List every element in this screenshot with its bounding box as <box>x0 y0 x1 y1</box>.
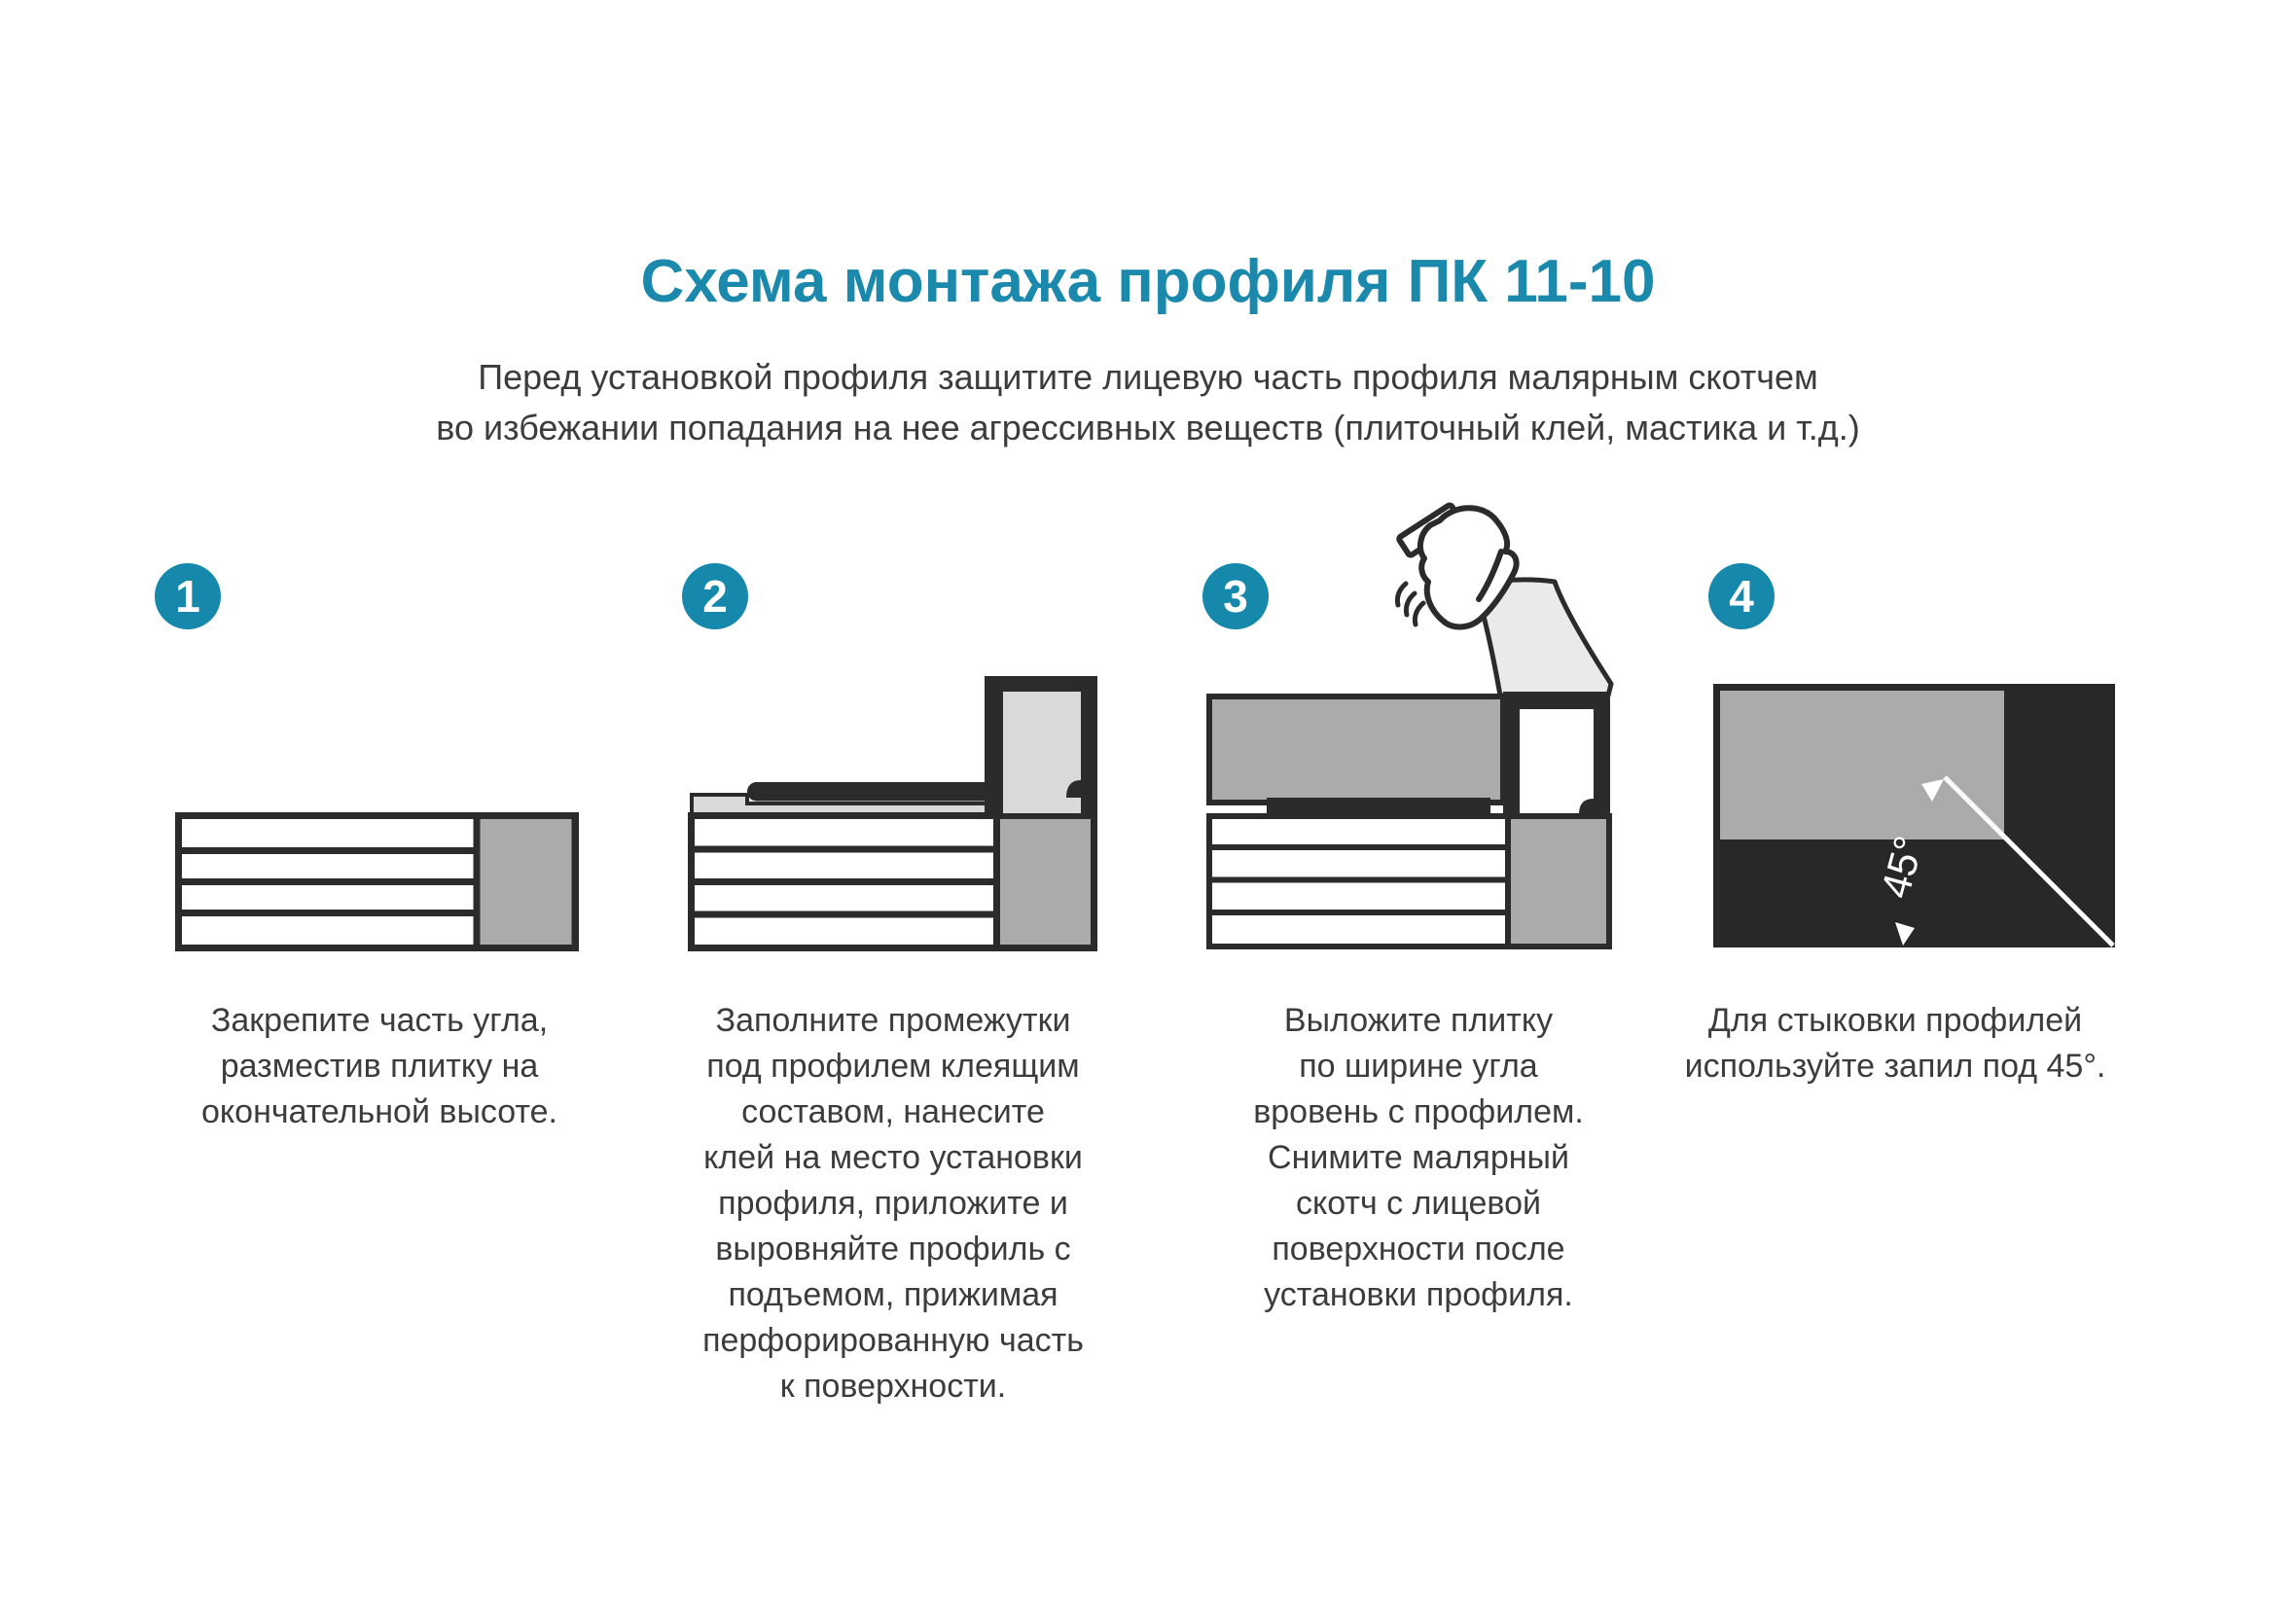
hand-peeling-tape-icon <box>1394 502 1520 630</box>
step-2-badge: 2 <box>682 563 748 629</box>
corner-tile-block <box>1505 813 1612 949</box>
profile-face <box>1720 691 2004 839</box>
step-1-badge: 1 <box>155 563 221 629</box>
step-3-caption: Выложите плитку по ширине угла вровень с… <box>1253 1002 1584 1313</box>
step-3-number: 3 <box>1223 571 1248 622</box>
step-1-number: 1 <box>175 571 200 622</box>
motion-lines <box>1394 581 1426 627</box>
step-4-caption: Для стыковки профилей используйте запил … <box>1684 1002 2106 1085</box>
corner-profile <box>1267 692 1610 816</box>
step-4-badge: 4 <box>1708 563 1775 629</box>
step-3-badge: 3 <box>1202 563 1269 629</box>
step-2-caption: Заполните промежутки под профилем клеящи… <box>702 1002 1084 1405</box>
masking-tape-strip <box>1472 577 1614 698</box>
corner-tile-block <box>473 812 579 951</box>
corner-profile <box>747 676 1097 813</box>
step-4-diagram: 45° <box>1713 684 2115 947</box>
thumb-line <box>1476 549 1504 602</box>
step-2-diagram <box>688 676 1097 951</box>
profile-face-bare <box>1520 709 1594 814</box>
step-1-caption: Закрепите часть угла, разместив плитку н… <box>201 1002 557 1130</box>
profile-hook <box>1579 799 1594 814</box>
top-tile <box>1206 694 1506 805</box>
step-1-diagram <box>175 812 579 951</box>
step-2-number: 2 <box>702 571 728 622</box>
page-title: Схема монтажа профиля ПК 11-10 <box>640 248 1656 315</box>
profile-hook <box>1066 780 1081 798</box>
step-4-number: 4 <box>1729 571 1754 622</box>
step-3-diagram <box>1206 502 1614 949</box>
page-subtitle: Перед установкой профиля защитите лицеву… <box>436 357 1860 447</box>
corner-tile-block <box>993 812 1097 951</box>
